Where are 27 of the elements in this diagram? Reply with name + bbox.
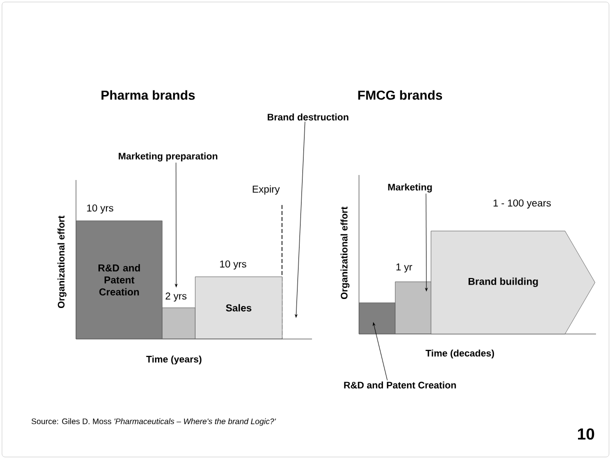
callout-text: Marketing xyxy=(388,184,432,192)
arrow xyxy=(175,162,178,288)
duration-label: 2 yrs xyxy=(166,292,186,302)
axis-label: Time (years) xyxy=(146,356,202,364)
bar xyxy=(359,302,396,334)
labeled-bar: Sales xyxy=(195,276,282,339)
bar xyxy=(162,308,196,339)
arrow xyxy=(372,322,388,381)
arrow xyxy=(294,121,306,318)
labeled-bar: R&D and Patent Creation xyxy=(76,220,162,339)
bar xyxy=(395,282,432,334)
duration-label: 10 yrs xyxy=(220,260,246,270)
duration-label: 1 yr xyxy=(396,264,412,272)
duration-label: 1 - 100 years xyxy=(494,199,551,209)
callout-text: Marketing preparation xyxy=(118,152,218,162)
axis-label: Organizational effort xyxy=(340,206,350,300)
line-label: Expiry xyxy=(252,185,280,195)
axis-label: Time (decades) xyxy=(426,350,494,358)
callout-text: R&D and Patent Creation xyxy=(344,382,456,388)
page-number: 10 xyxy=(578,428,594,440)
heading: FMCG brands xyxy=(358,90,442,100)
callout-text: Brand destruction xyxy=(268,114,348,120)
heading: Pharma brands xyxy=(102,90,195,100)
axis-label: Organizational effort xyxy=(58,216,66,308)
source-note: Source: Giles D. Moss 'Pharmaceuticals – Where's the brand Logic?' xyxy=(32,418,276,426)
arrow xyxy=(425,193,428,292)
duration-label: 10 yrs xyxy=(87,204,114,214)
